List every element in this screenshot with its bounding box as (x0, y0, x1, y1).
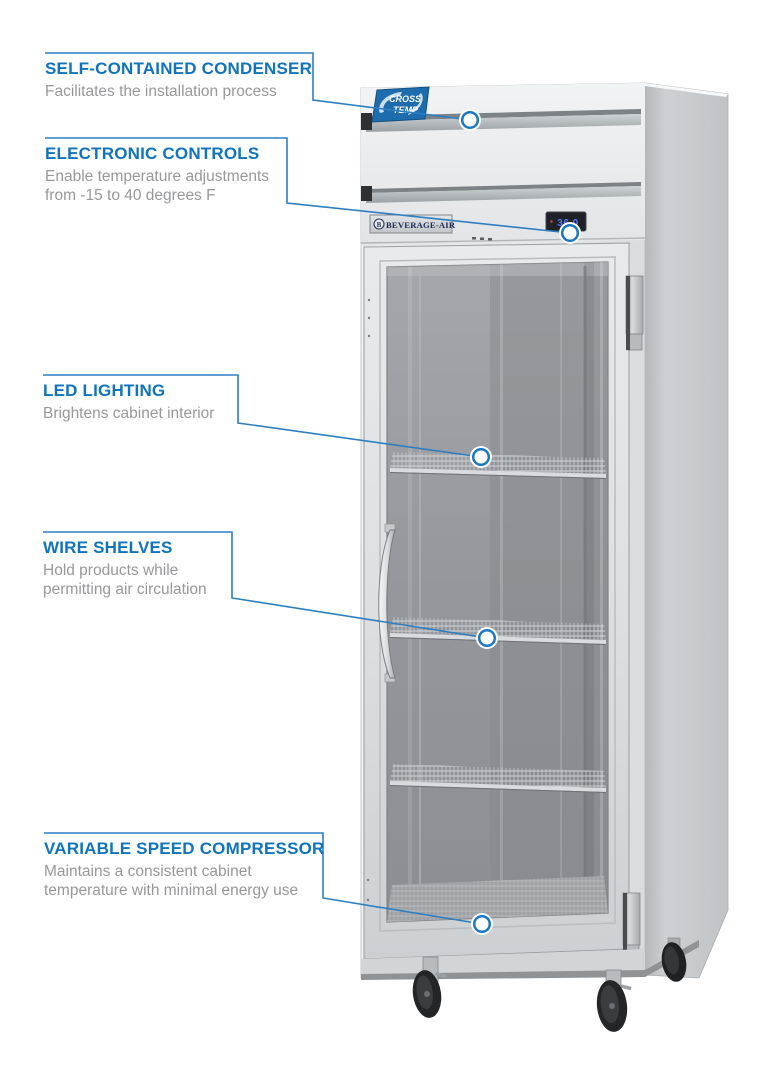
louver-end-cap-top (361, 113, 372, 130)
badge-text-line1: CROSS (389, 94, 421, 104)
callout-connectors (43, 52, 571, 925)
hinge-top (625, 275, 644, 351)
caster-front-right (596, 969, 632, 1032)
cross-temp-badge: CROSS TEMP (371, 86, 430, 123)
hinge-bottom (622, 892, 641, 960)
beverage-air-logo-icon (373, 218, 385, 230)
callout-electronic-controls: ELECTRONIC CONTROLS Enable temperature a… (45, 143, 297, 205)
anchor-shelves (476, 627, 498, 649)
callout-anchors (459, 109, 581, 935)
callout-variable-speed-compressor: VARIABLE SPEED COMPRESSOR Maintains a co… (44, 838, 331, 900)
connector-compressor (44, 832, 483, 925)
callout-description: Maintains a consistent cabinet temperatu… (44, 863, 299, 899)
louver-end-cap-bottom (361, 186, 372, 201)
refrigerator-illustration: CROSS TEMP B BEVERAGE-AIR 36.0 (360, 82, 729, 1032)
callout-title: SELF-CONTAINED CONDENSER (45, 59, 313, 78)
frame-screws (366, 298, 371, 902)
connector-controls (45, 137, 571, 234)
callout-description: Hold products while permitting air circu… (43, 562, 207, 598)
caster-front-left (412, 956, 447, 1018)
callout-description: Brightens cabinet interior (43, 405, 215, 422)
cabinet-interior (387, 262, 608, 922)
door-handle (378, 523, 396, 683)
anchor-led (470, 446, 492, 468)
connector-condenser (45, 52, 471, 121)
callout-self-contained-condenser: SELF-CONTAINED CONDENSER Facilitates the… (45, 58, 337, 101)
brand-label: BEVERAGE-AIR (386, 220, 456, 230)
badge-text-line2: TEMP (393, 105, 419, 115)
anchor-compressor (471, 913, 493, 935)
caster-brake-lever (435, 972, 447, 979)
condenser-section (360, 83, 646, 246)
callout-title: ELECTRONIC CONTROLS (45, 144, 260, 163)
callout-title: LED LIGHTING (43, 381, 166, 400)
callout-wire-shelves: WIRE SHELVES Hold products while permitt… (43, 537, 239, 599)
connector-shelves (43, 531, 488, 639)
anchor-condenser (459, 109, 481, 131)
wire-shelf-1 (389, 452, 607, 479)
callout-led-lighting: LED LIGHTING Brightens cabinet interior (43, 380, 273, 423)
connector-led (43, 374, 482, 458)
wire-shelf-2 (389, 617, 607, 645)
brand-plate: B BEVERAGE-AIR (369, 214, 456, 234)
cabinet-side-panel (644, 82, 729, 979)
callout-description: Enable temperature adjustments from -15 … (45, 168, 270, 204)
callout-title: WIRE SHELVES (43, 538, 173, 557)
anchor-controls (559, 222, 581, 244)
callout-title: VARIABLE SPEED COMPRESSOR (44, 839, 325, 858)
brand-logo-letter: B (377, 221, 382, 229)
callout-description: Facilitates the installation process (45, 83, 277, 100)
badge-swoosh (379, 92, 402, 113)
wire-shelf-3 (389, 764, 607, 793)
caster-back-right (661, 937, 687, 982)
glass-door (363, 242, 630, 960)
display-indicator-dot (550, 220, 553, 223)
